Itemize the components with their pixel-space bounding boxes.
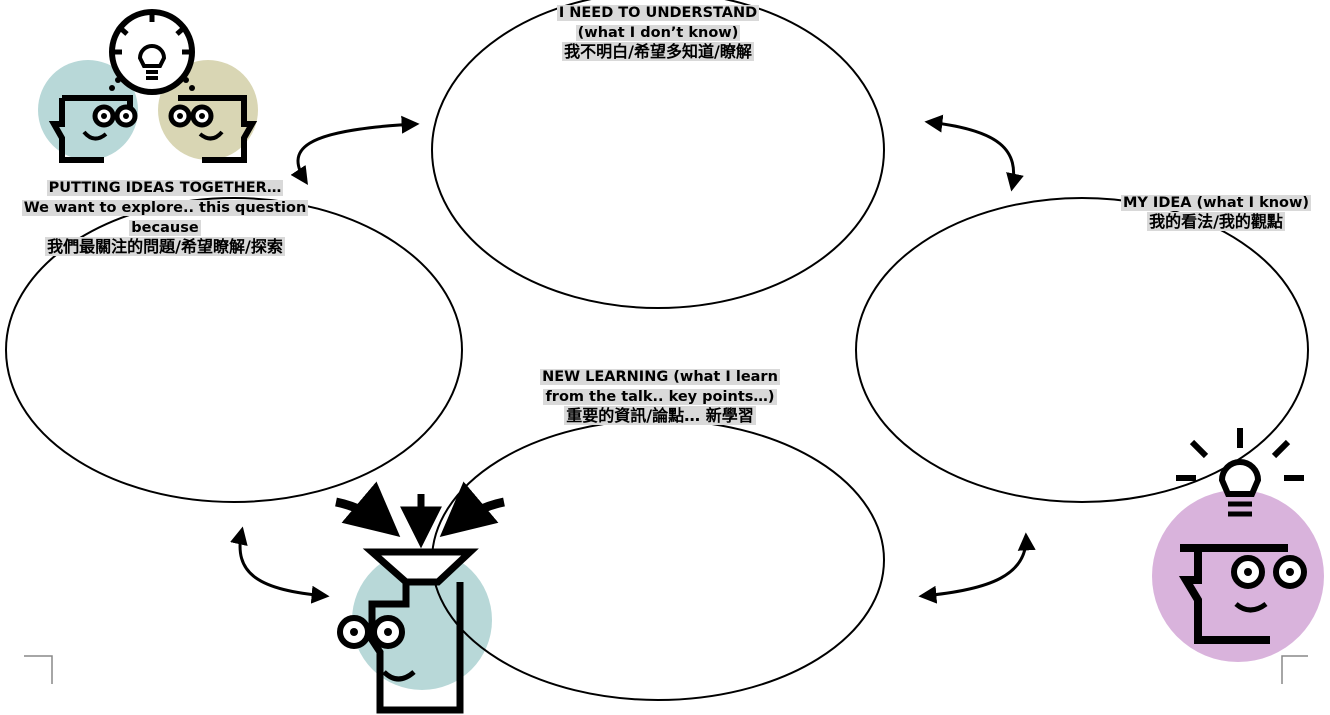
understand-subtitle: (what I don’t know) (575, 25, 741, 42)
new-learning-chinese: 重要的資訊/論點… 新學習 (564, 406, 756, 426)
understand-chinese: 我不明白/希望多知道/瞭解 (562, 42, 754, 62)
understand-label: I NEED TO UNDERSTAND (what I don’t know)… (488, 2, 828, 62)
new-learning-label: NEW LEARNING (what I learn from the talk… (510, 366, 810, 426)
arrow-bottom-right (918, 532, 1036, 604)
putting-together-chinese: 我們最關注的問題/希望瞭解/探索 (45, 237, 285, 257)
ellipse-new-learning (431, 419, 885, 701)
ellipse-understand (431, 0, 885, 309)
putting-together-line2: We want to explore.. this question (21, 200, 309, 217)
arrow-bottom-left (230, 526, 330, 604)
understand-title: I NEED TO UNDERSTAND (556, 5, 760, 21)
ellipse-putting-together (5, 197, 463, 503)
arrow-top-right (924, 114, 1024, 192)
head-funnel-icon (335, 481, 505, 714)
my-idea-title: MY IDEA (what I know) (1120, 195, 1312, 211)
ellipse-my-idea (855, 197, 1309, 503)
my-idea-chinese: 我的看法/我的觀點 (1147, 212, 1285, 232)
new-learning-line2: from the talk.. key points…) (543, 389, 777, 406)
two-heads-lightbulb-icon (48, 9, 258, 163)
my-idea-label: MY IDEA (what I know) 我的看法/我的觀點 (1106, 192, 1326, 232)
putting-together-label: PUTTING IDEAS TOGETHER… We want to explo… (0, 177, 330, 257)
crop-mark-right (1281, 655, 1308, 684)
new-learning-title: NEW LEARNING (what I learn (540, 369, 780, 385)
putting-together-line3: because (129, 220, 201, 237)
putting-together-title: PUTTING IDEAS TOGETHER… (46, 180, 284, 196)
crop-mark-left (24, 655, 53, 684)
arrow-top-left (290, 115, 420, 186)
head-lightbulb-icon (1176, 428, 1307, 644)
